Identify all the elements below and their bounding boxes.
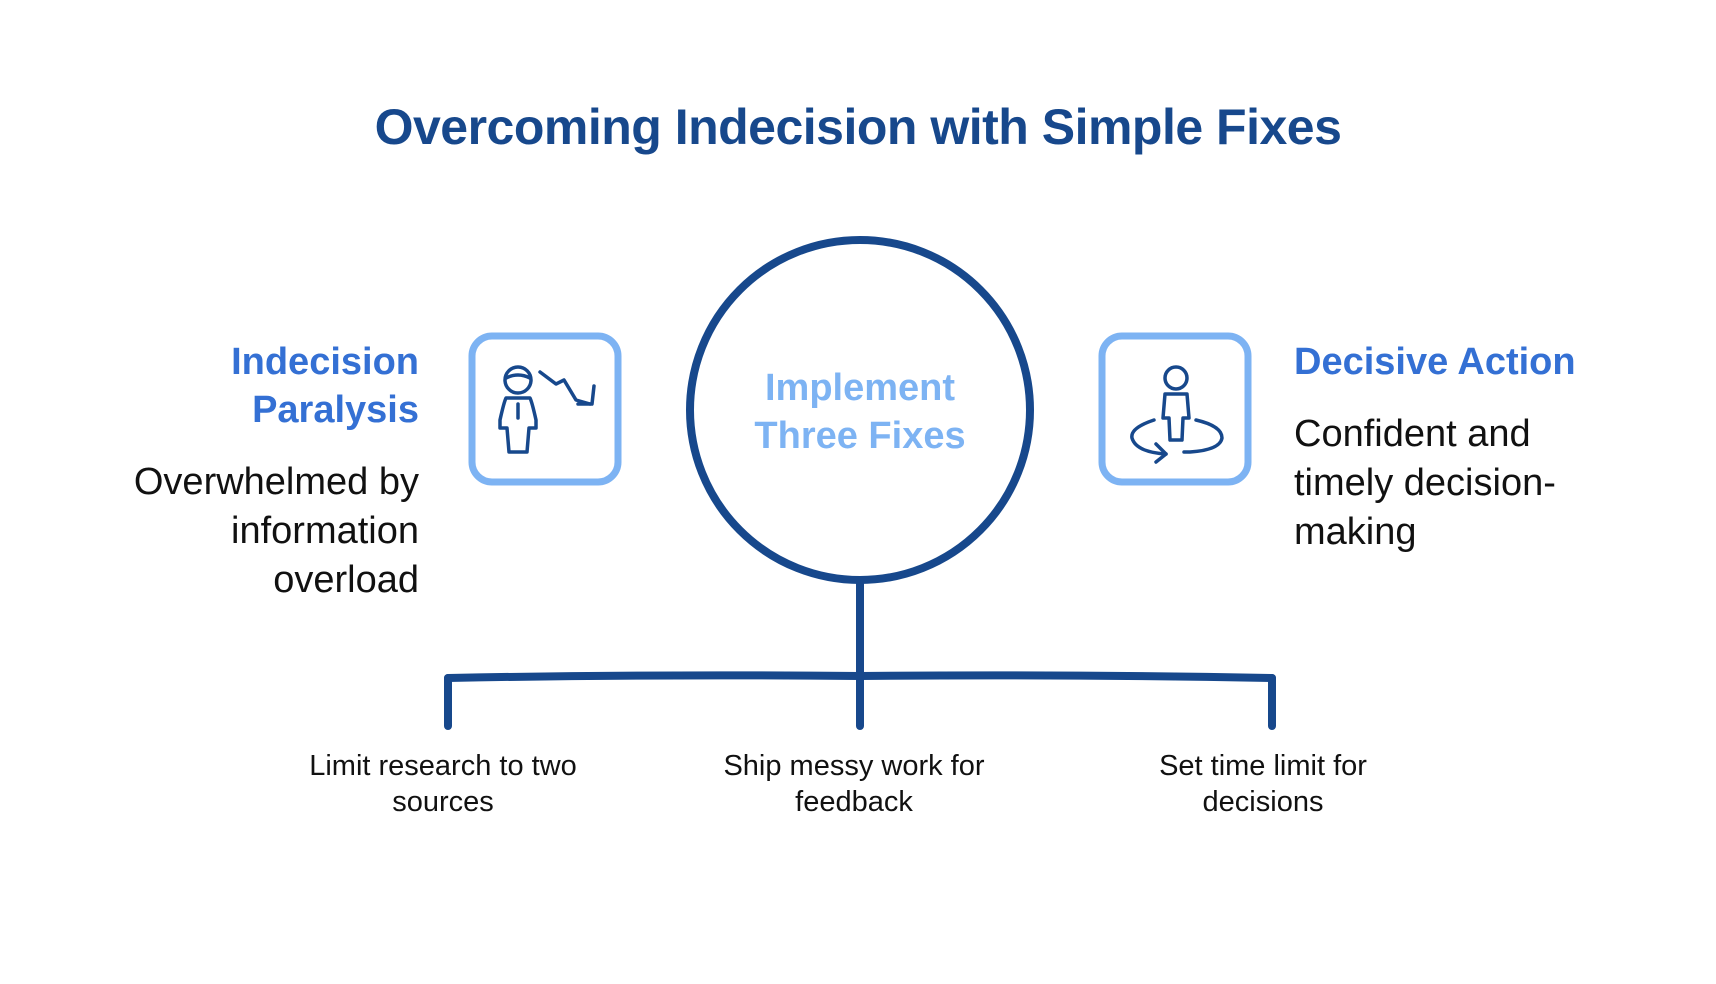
right-state-heading: Decisive Action xyxy=(1294,341,1576,383)
fix-label-line: Set time limit for xyxy=(1159,750,1367,782)
person-declining-arrow-icon xyxy=(498,365,596,454)
left-state-heading: Indecision Paralysis xyxy=(99,338,419,434)
center-label: Implement Three Fixes xyxy=(720,364,1000,460)
fix-label-1: Limit research to two sources xyxy=(273,748,613,820)
fix-label-2: Ship messy work for feedback xyxy=(684,748,1024,820)
diagram-title: Overcoming Indecision with Simple Fixes xyxy=(374,99,1342,155)
person-circular-arrow-icon xyxy=(1130,365,1224,464)
branch-connectors xyxy=(444,576,1276,730)
left-state-description: Overwhelmed by information overload xyxy=(79,458,419,605)
left-desc-line: Overwhelmed by xyxy=(133,461,419,503)
fix-label-line: Ship messy work for xyxy=(723,750,985,782)
left-icon-box xyxy=(468,332,622,486)
right-desc-line: timely decision- xyxy=(1294,462,1556,504)
center-label-line: Three Fixes xyxy=(754,415,966,457)
fix-label-line: sources xyxy=(392,786,494,818)
fix-label-3: Set time limit for decisions xyxy=(1093,748,1433,820)
left-desc-line: overload xyxy=(273,559,419,601)
fix-label-line: feedback xyxy=(795,786,913,818)
center-label-line: Implement xyxy=(764,367,956,409)
right-desc-line: Confident and xyxy=(1294,413,1531,455)
fix-label-line: decisions xyxy=(1202,786,1324,818)
right-state-description: Confident and timely decision- making xyxy=(1294,410,1614,557)
right-desc-line: making xyxy=(1294,511,1417,553)
fix-label-line: Limit research to two xyxy=(309,750,577,782)
left-heading-line: Paralysis xyxy=(252,389,419,431)
left-heading-line: Indecision xyxy=(231,341,419,383)
left-desc-line: information xyxy=(231,510,419,552)
right-icon-box xyxy=(1098,332,1252,486)
